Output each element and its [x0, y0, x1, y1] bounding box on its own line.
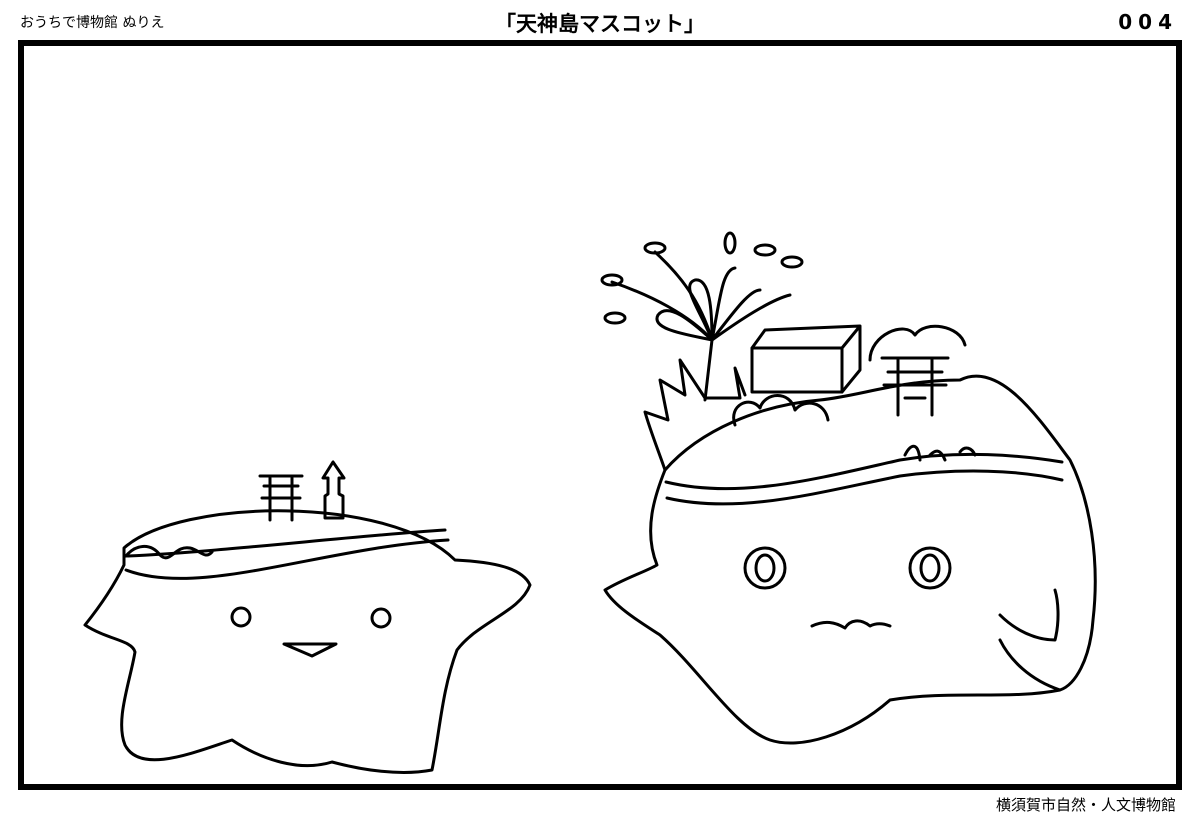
- large-mascot-body: [603, 374, 1097, 745]
- torii-icon: [880, 356, 950, 417]
- large-mascot-mouth: [810, 619, 892, 630]
- small-mascot-mouth: [282, 642, 338, 658]
- series-label: おうちで博物館 ぬりえ: [20, 15, 165, 31]
- small-mascot: [83, 460, 532, 774]
- coloring-frame: [18, 40, 1182, 790]
- small-mascot-body: [83, 509, 532, 774]
- page-title: 「天神島マスコット」: [495, 12, 705, 36]
- building-icon: [750, 324, 862, 394]
- tower-icon: [321, 460, 346, 520]
- publisher-credit: 横須賀市自然・人文博物館: [995, 796, 1176, 814]
- plant-icon: [600, 231, 804, 402]
- torii-icon: [258, 474, 304, 522]
- page-number: 004: [1118, 10, 1178, 34]
- large-mascot: [600, 231, 1097, 745]
